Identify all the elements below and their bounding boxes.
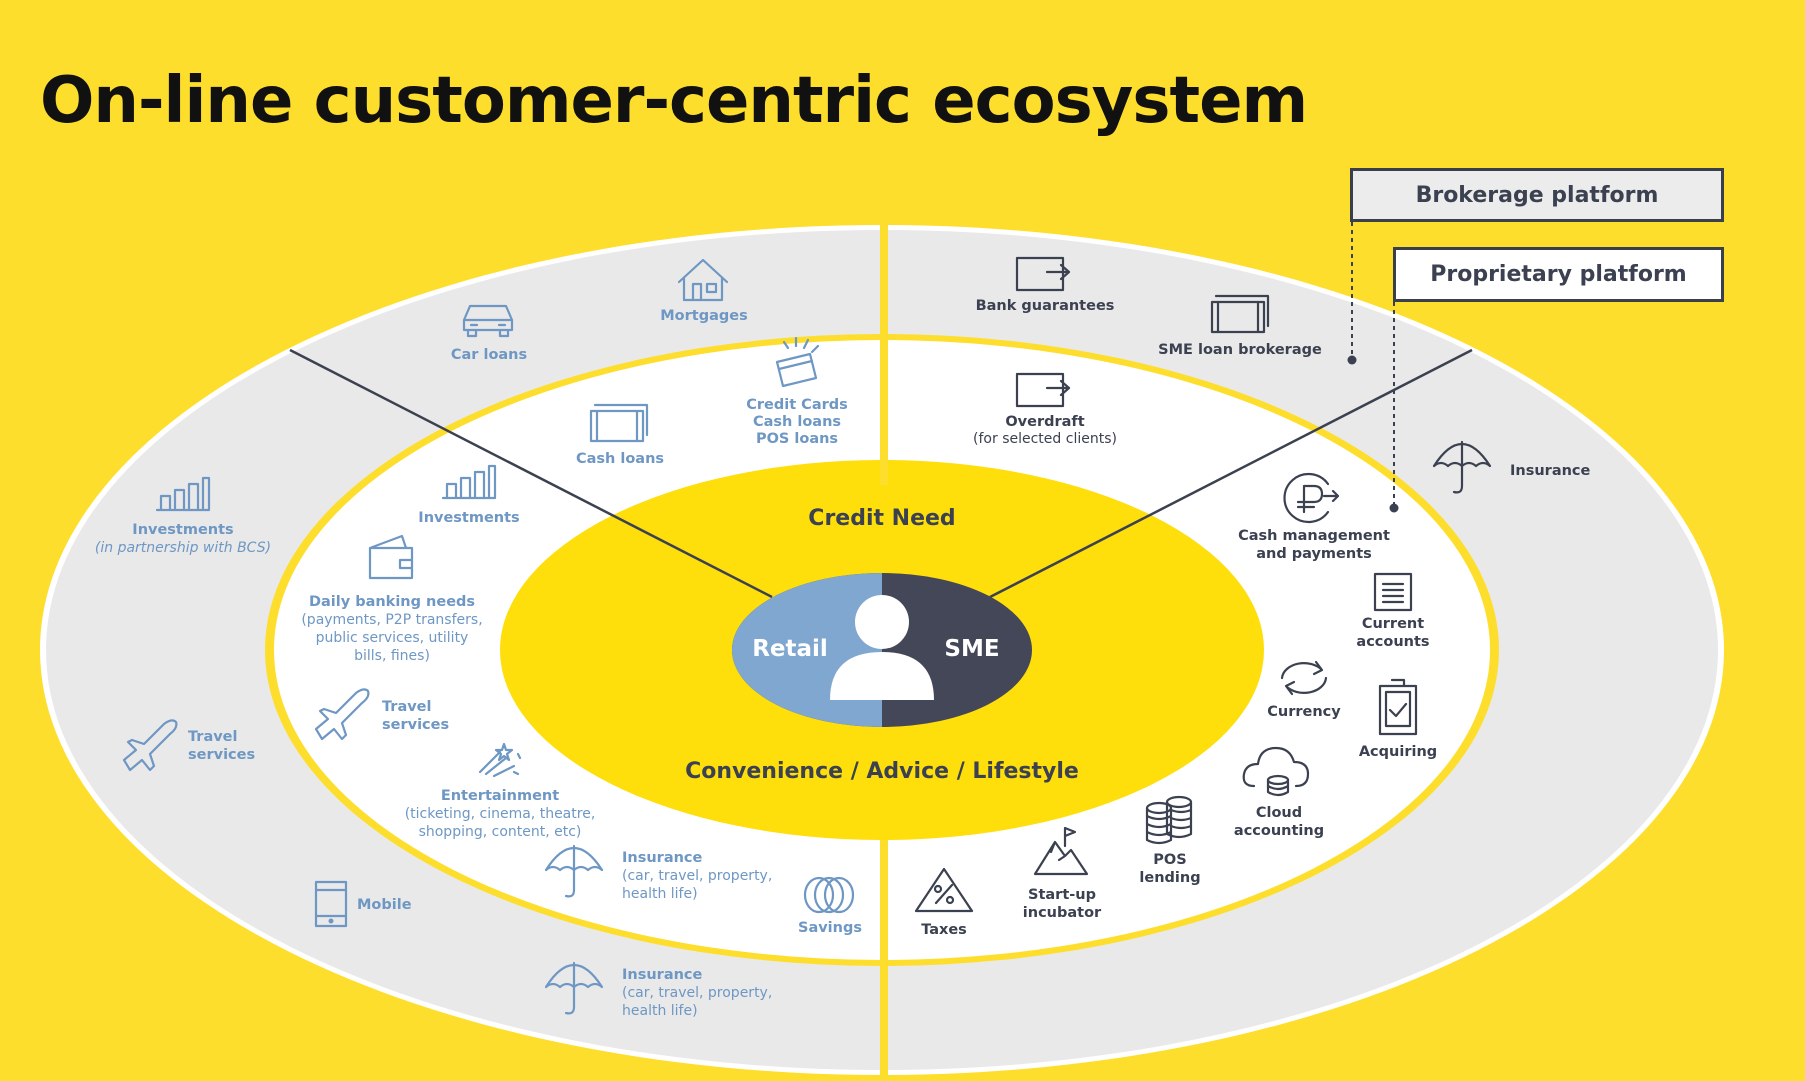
cash-loans-label: Cash loans bbox=[576, 451, 664, 467]
fireworks-icon bbox=[478, 742, 522, 778]
overdraft-label: Overdraft bbox=[1005, 414, 1084, 430]
pos-lending-label-1: POS bbox=[1153, 852, 1186, 868]
insurance-outer-label: Insurance bbox=[622, 967, 703, 983]
banknotes-icon bbox=[1210, 294, 1270, 334]
current-accounts-label-1: Current bbox=[1362, 616, 1424, 632]
travel-inner-label-2: services bbox=[382, 717, 449, 733]
umbrella-icon bbox=[1432, 440, 1492, 494]
brokerage-dot bbox=[1347, 355, 1357, 365]
bar-chart-icon bbox=[441, 464, 497, 500]
credit-cards-label-3: POS loans bbox=[756, 431, 838, 447]
convenience-label: Convenience / Advice / Lifestyle bbox=[685, 759, 1079, 784]
startup-incubator-label-1: Start-up bbox=[1028, 887, 1096, 903]
percent-triangle-icon bbox=[914, 867, 974, 913]
overdraft-sub: (for selected clients) bbox=[973, 431, 1117, 447]
brokerage-platform-legend: Brokerage platform bbox=[1350, 168, 1724, 222]
credit-cards-label-2: Cash loans bbox=[753, 414, 841, 430]
document-icon bbox=[1373, 572, 1413, 612]
plane-icon bbox=[314, 688, 370, 741]
user-icon bbox=[830, 595, 934, 700]
investments-outer-label: Investments bbox=[132, 522, 233, 538]
bottom-divider bbox=[880, 840, 888, 1081]
car-icon bbox=[462, 304, 514, 338]
entertainment-sub-2: shopping, content, etc) bbox=[419, 824, 582, 840]
banknotes-icon bbox=[589, 403, 649, 443]
investments-inner-label: Investments bbox=[418, 510, 519, 526]
insurance-sme-label: Insurance bbox=[1510, 463, 1591, 479]
travel-outer-label-1: Travel bbox=[188, 729, 238, 745]
wallet-arrow-icon bbox=[1015, 372, 1071, 408]
ruble-cycle-icon bbox=[1283, 472, 1340, 524]
terminal-icon bbox=[1378, 678, 1418, 736]
sme-loan-brokerage-label: SME loan brokerage bbox=[1158, 342, 1322, 358]
taxes-label: Taxes bbox=[921, 922, 967, 938]
cash-management-label-2: and payments bbox=[1256, 546, 1372, 562]
daily-banking-sub-2: public services, utility bbox=[316, 630, 469, 646]
cloud-accounting-label-2: accounting bbox=[1234, 823, 1324, 839]
sme-label: SME bbox=[944, 636, 999, 662]
left-divider-line bbox=[289, 348, 773, 599]
insurance-inner-sub-1: (car, travel, property, bbox=[622, 868, 772, 884]
wallet-icon bbox=[368, 534, 414, 580]
car-loans-label: Car loans bbox=[451, 347, 527, 363]
proprietary-dot bbox=[1389, 503, 1399, 513]
insurance-outer-sub-2: health life) bbox=[622, 1003, 698, 1019]
travel-inner-label-1: Travel bbox=[382, 699, 432, 715]
entertainment-label: Entertainment bbox=[441, 788, 559, 804]
insurance-outer-sub-1: (car, travel, property, bbox=[622, 985, 772, 1001]
cloud-accounting-label-1: Cloud bbox=[1256, 805, 1302, 821]
travel-outer-label-2: services bbox=[188, 747, 255, 763]
house-icon bbox=[677, 258, 729, 302]
daily-banking-label: Daily banking needs bbox=[309, 594, 475, 610]
top-divider bbox=[880, 225, 888, 485]
mountain-flag-icon bbox=[1033, 826, 1089, 876]
insurance-inner-sub-2: health life) bbox=[622, 886, 698, 902]
retail-label: Retail bbox=[752, 636, 828, 662]
bank-guarantees-label: Bank guarantees bbox=[976, 298, 1115, 314]
coin-stack-icon bbox=[1145, 795, 1193, 845]
entertainment-sub-1: (ticketing, cinema, theatre, bbox=[405, 806, 596, 822]
currency-label: Currency bbox=[1267, 704, 1341, 720]
cash-management-label-1: Cash management bbox=[1238, 528, 1390, 544]
phone-icon bbox=[314, 880, 348, 928]
umbrella-icon bbox=[544, 961, 604, 1015]
proprietary-platform-legend: Proprietary platform bbox=[1393, 247, 1724, 302]
savings-label: Savings bbox=[798, 920, 862, 936]
credit-card-icon bbox=[775, 336, 820, 388]
acquiring-label: Acquiring bbox=[1359, 744, 1437, 760]
umbrella-icon bbox=[544, 844, 604, 898]
daily-banking-sub-3: bills, fines) bbox=[354, 648, 430, 664]
right-divider-line bbox=[989, 348, 1473, 599]
wallet-arrow-icon bbox=[1015, 256, 1071, 292]
mortgages-label: Mortgages bbox=[660, 308, 747, 324]
investments-outer-sub: (in partnership with BCS) bbox=[95, 540, 271, 556]
daily-banking-sub-1: (payments, P2P transfers, bbox=[301, 612, 482, 628]
pos-lending-label-2: lending bbox=[1139, 870, 1200, 886]
credit-need-label: Credit Need bbox=[808, 506, 955, 531]
bar-chart-icon bbox=[155, 476, 211, 512]
plane-icon bbox=[122, 719, 178, 772]
exchange-icon bbox=[1280, 660, 1328, 696]
credit-cards-label-1: Credit Cards bbox=[746, 397, 848, 413]
startup-incubator-label-2: incubator bbox=[1023, 905, 1102, 921]
coins-icon bbox=[803, 876, 855, 914]
insurance-inner-label: Insurance bbox=[622, 850, 703, 866]
cloud-coins-icon bbox=[1242, 746, 1310, 797]
page-title: On-line customer-centric ecosystem bbox=[40, 64, 1308, 138]
current-accounts-label-2: accounts bbox=[1356, 634, 1429, 650]
mobile-label: Mobile bbox=[357, 897, 412, 913]
